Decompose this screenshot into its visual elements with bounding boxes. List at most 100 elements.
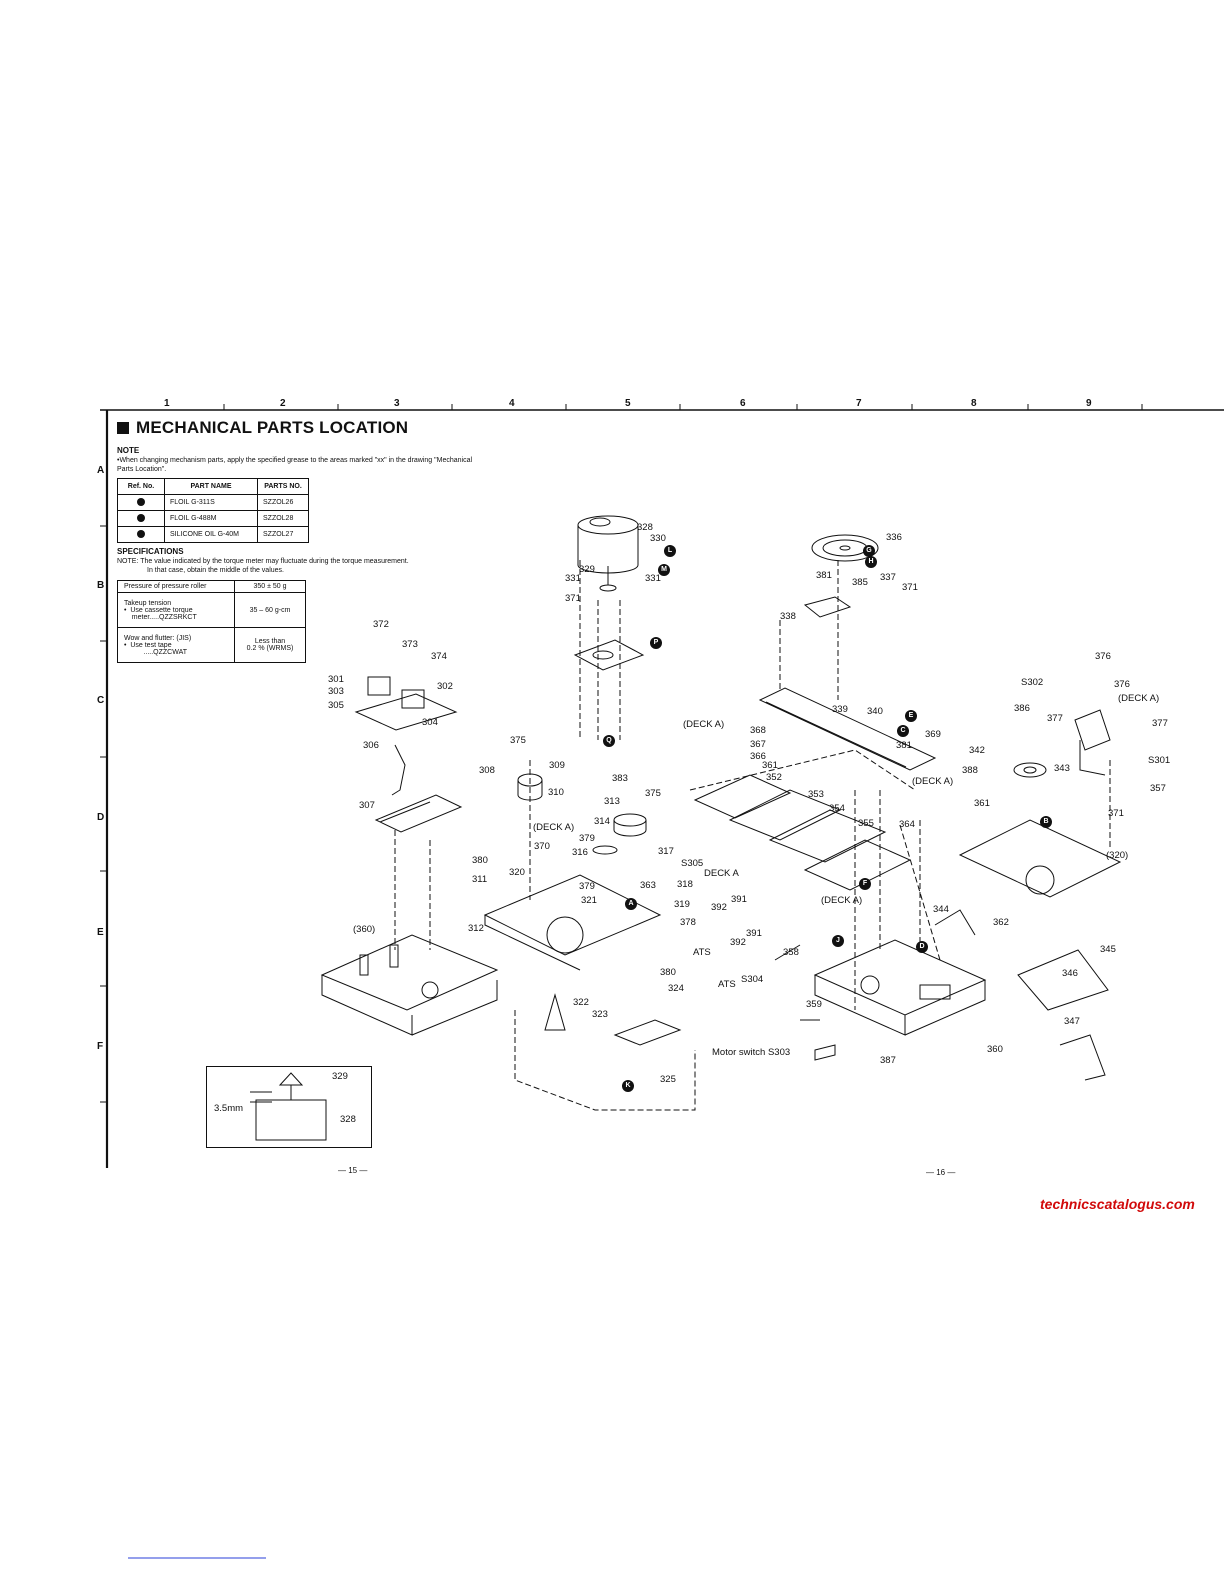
part-label: 325 bbox=[660, 1074, 676, 1085]
callout-letter-badge: C bbox=[897, 725, 909, 737]
grid-col-3: 3 bbox=[394, 398, 400, 409]
callout-letter-badge: B bbox=[1040, 816, 1052, 828]
part-label: 307 bbox=[359, 800, 375, 811]
part-label: 361 bbox=[762, 760, 778, 771]
part-label: 359 bbox=[806, 999, 822, 1010]
callout-letter-badge: E bbox=[905, 710, 917, 722]
specifications-heading: SPECIFICATIONS bbox=[117, 547, 184, 556]
table-row: Takeup tension • Use cassette torque met… bbox=[117, 592, 306, 628]
part-label: S302 bbox=[1021, 677, 1044, 688]
page-title: MECHANICAL PARTS LOCATION bbox=[117, 418, 408, 438]
part-label: 361 bbox=[974, 798, 990, 809]
part-label: (DECK A) bbox=[821, 895, 863, 906]
part-label: 379 bbox=[579, 833, 595, 844]
part-label: 387 bbox=[880, 1055, 896, 1066]
part-label: 310 bbox=[548, 787, 564, 798]
inset-dimension: 3.5mm bbox=[214, 1103, 244, 1114]
callout-letter-badge: H bbox=[865, 556, 877, 568]
part-label: S305 bbox=[681, 858, 704, 869]
square-bullet-icon bbox=[117, 422, 129, 434]
part-label: 322 bbox=[573, 997, 589, 1008]
part-label: 346 bbox=[1062, 968, 1078, 979]
part-label: 339 bbox=[832, 704, 848, 715]
part-label: 362 bbox=[993, 917, 1009, 928]
inset-label-bottom: 328 bbox=[340, 1114, 356, 1125]
grid-col-7: 7 bbox=[856, 398, 862, 409]
part-label: 320 bbox=[509, 867, 525, 878]
ref-cell bbox=[117, 494, 165, 511]
callout-letter-badge: D bbox=[916, 941, 928, 953]
grid-row-b: B bbox=[97, 580, 105, 591]
spec-note-line-2: In that case, obtain the middle of the v… bbox=[147, 567, 284, 574]
page-number-left: — 15 — bbox=[338, 1166, 368, 1175]
part-label: 370 bbox=[534, 841, 550, 852]
part-label: DECK A bbox=[704, 868, 739, 879]
part-label: 391 bbox=[746, 928, 762, 939]
table-row: Pressure of pressure roller 350 ± 50 g bbox=[117, 580, 306, 593]
part-label: 347 bbox=[1064, 1016, 1080, 1027]
spec-item-cell: Takeup tension • Use cassette torque met… bbox=[117, 592, 235, 628]
roller-height-inset bbox=[206, 1066, 372, 1148]
part-no-cell: SZZOL27 bbox=[257, 526, 309, 543]
part-label: (DECK A) bbox=[1118, 693, 1160, 704]
part-label: ATS bbox=[718, 979, 736, 990]
column-header: PART NAME bbox=[164, 478, 258, 495]
part-label: 354 bbox=[829, 803, 845, 814]
grid-row-d: D bbox=[97, 812, 105, 823]
part-label: 344 bbox=[933, 904, 949, 915]
part-label: 303 bbox=[328, 686, 344, 697]
spec-item-cell: Wow and flutter: (JIS) • Use test tape .… bbox=[117, 627, 235, 663]
spec-value-cell: Less than 0.2 % (WRMS) bbox=[234, 627, 306, 663]
part-label: 367 bbox=[750, 739, 766, 750]
part-label: 336 bbox=[886, 532, 902, 543]
part-label: ATS bbox=[693, 947, 711, 958]
part-name-cell: FLOIL G-311S bbox=[164, 494, 258, 511]
part-label: 388 bbox=[962, 765, 978, 776]
table-header-row: Ref. No. PART NAME PARTS NO. bbox=[117, 478, 309, 495]
part-label: 309 bbox=[549, 760, 565, 771]
part-label: 368 bbox=[750, 725, 766, 736]
grease-dot-icon bbox=[137, 529, 145, 538]
callout-letter-badge: Q bbox=[603, 735, 615, 747]
grid-col-5: 5 bbox=[625, 398, 631, 409]
part-label: 371 bbox=[565, 593, 581, 604]
column-header: Ref. No. bbox=[117, 478, 165, 495]
grid-col-1: 1 bbox=[164, 398, 170, 409]
callout-letter-badge: A bbox=[625, 898, 637, 910]
part-label: (DECK A) bbox=[912, 776, 954, 787]
column-header: PARTS NO. bbox=[257, 478, 309, 495]
callout-letter-badge: F bbox=[859, 878, 871, 890]
callout-letter-badge: M bbox=[658, 564, 670, 576]
part-label: 302 bbox=[437, 681, 453, 692]
part-label: 330 bbox=[650, 533, 666, 544]
part-label: 375 bbox=[510, 735, 526, 746]
table-row: Wow and flutter: (JIS) • Use test tape .… bbox=[117, 627, 306, 663]
part-label: 369 bbox=[925, 729, 941, 740]
part-label: 323 bbox=[592, 1009, 608, 1020]
part-label: 304 bbox=[422, 717, 438, 728]
part-label: 385 bbox=[852, 577, 868, 588]
part-label: 343 bbox=[1054, 763, 1070, 774]
part-label: 331 bbox=[645, 573, 661, 584]
grease-dot-icon bbox=[137, 497, 145, 506]
part-label: 324 bbox=[668, 983, 684, 994]
part-label: 342 bbox=[969, 745, 985, 756]
page-title-text: MECHANICAL PARTS LOCATION bbox=[136, 418, 409, 437]
part-label: 378 bbox=[680, 917, 696, 928]
spec-note-line-1: NOTE: The value indicated by the torque … bbox=[117, 558, 409, 565]
part-label: 363 bbox=[640, 880, 656, 891]
part-no-cell: SZZOL28 bbox=[257, 510, 309, 527]
grease-dot-icon bbox=[137, 513, 145, 522]
part-label: 360 bbox=[987, 1044, 1003, 1055]
part-label: 312 bbox=[468, 923, 484, 934]
part-label: 313 bbox=[604, 796, 620, 807]
callout-letter-badge: P bbox=[650, 637, 662, 649]
part-label: 306 bbox=[363, 740, 379, 751]
note-text: •When changing mechanism parts, apply th… bbox=[117, 457, 473, 473]
part-label: 355 bbox=[858, 818, 874, 829]
part-label: (320) bbox=[1106, 850, 1129, 861]
part-label: 311 bbox=[472, 874, 488, 885]
part-label: 373 bbox=[402, 639, 418, 650]
part-label: Motor switch S303 bbox=[712, 1047, 791, 1058]
